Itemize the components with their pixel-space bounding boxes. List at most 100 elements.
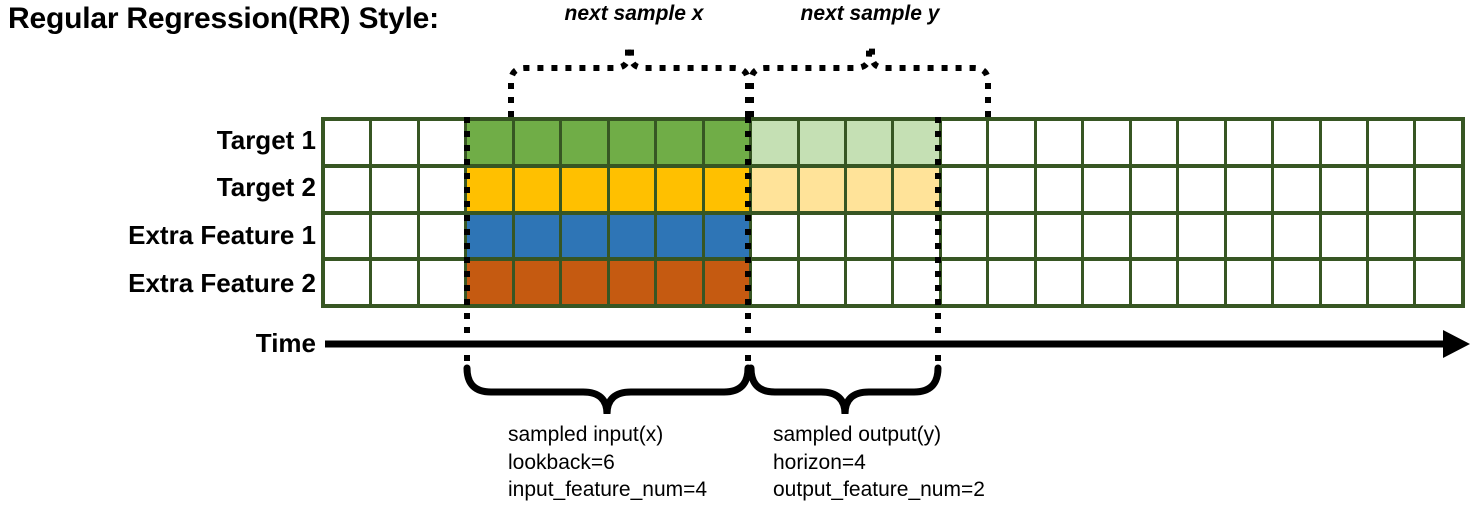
note-line: input_feature_num=4 xyxy=(508,478,708,502)
grid-cell xyxy=(1274,214,1319,258)
grid-cell xyxy=(1036,261,1082,304)
grid-cell xyxy=(1179,261,1224,304)
grid-cell xyxy=(419,167,465,211)
grid-cell xyxy=(1179,214,1224,258)
grid-cell xyxy=(704,214,750,258)
grid-cell xyxy=(941,121,987,164)
grid-cell xyxy=(704,121,750,164)
grid-cell xyxy=(1274,261,1319,304)
grid-cell xyxy=(1084,121,1129,164)
grid-cell xyxy=(562,214,607,258)
grid-cell xyxy=(1036,214,1082,258)
time-axis-arrow xyxy=(325,330,1470,358)
grid-cell xyxy=(989,261,1034,304)
table-row xyxy=(325,167,1461,211)
grid-cell xyxy=(1416,214,1461,258)
brace-sampled-output xyxy=(747,364,942,415)
grid-cell xyxy=(1131,167,1177,211)
grid-cell xyxy=(704,167,750,211)
grid-cell xyxy=(752,261,797,304)
grid-cell xyxy=(467,214,512,258)
grid-cell xyxy=(1321,214,1366,258)
dotted-brace-next-sample-x xyxy=(508,48,751,117)
grid-cell xyxy=(325,214,370,258)
grid-cell xyxy=(752,121,797,164)
caption-next-sample-x: next sample x xyxy=(564,2,704,25)
grid-cell xyxy=(657,121,702,164)
grid-cell xyxy=(1036,167,1082,211)
grid-cell xyxy=(467,261,512,304)
grid-cell xyxy=(1226,167,1272,211)
grid-cell xyxy=(372,167,417,211)
grid-cell xyxy=(419,261,465,304)
grid-cell xyxy=(1416,167,1461,211)
grid-cell xyxy=(1368,121,1414,164)
grid-cell xyxy=(941,214,987,258)
grid-cell xyxy=(894,214,939,258)
grid-cell xyxy=(372,214,417,258)
grid-cell xyxy=(894,261,939,304)
table-row xyxy=(325,121,1461,164)
grid-cell xyxy=(1368,214,1414,258)
grid-cell xyxy=(1321,167,1366,211)
grid-cell xyxy=(1416,121,1461,164)
caption-next-sample-y: next sample y xyxy=(800,2,940,25)
row-label-target-2: Target 2 xyxy=(216,172,316,202)
grid-cell xyxy=(894,121,939,164)
grid-cell xyxy=(514,261,560,304)
grid-cell xyxy=(514,167,560,211)
grid-cell xyxy=(657,261,702,304)
row-label-target-1: Target 1 xyxy=(216,125,316,155)
note-sampled-input: sampled input(x) lookback=6 input_featur… xyxy=(508,421,707,504)
grid-cell xyxy=(325,121,370,164)
grid-cell xyxy=(799,121,844,164)
table-row xyxy=(325,261,1461,304)
grid-cell xyxy=(1131,214,1177,258)
grid-cell xyxy=(325,167,370,211)
timeline-grid xyxy=(321,117,1465,308)
grid-cell xyxy=(609,121,655,164)
grid-cell xyxy=(325,261,370,304)
grid-cell xyxy=(562,261,607,304)
grid-cell xyxy=(1368,261,1414,304)
dotted-brace-next-sample-y xyxy=(748,48,991,117)
note-line: sampled output(y) xyxy=(773,423,942,446)
note-sampled-output: sampled output(y) horizon=4 output_featu… xyxy=(773,421,985,504)
grid-cell xyxy=(1084,167,1129,211)
grid-cell xyxy=(941,167,987,211)
grid-cell xyxy=(1368,167,1414,211)
grid-cell xyxy=(846,121,892,164)
row-label-extra-feature-2: Extra Feature 2 xyxy=(128,268,316,298)
grid-cell xyxy=(514,214,560,258)
grid-cell xyxy=(562,167,607,211)
grid-cell xyxy=(562,121,607,164)
grid-cell xyxy=(799,261,844,304)
grid-cell xyxy=(846,214,892,258)
note-line: horizon=4 xyxy=(773,450,866,474)
grid-cell xyxy=(704,261,750,304)
grid-cell xyxy=(1321,261,1366,304)
grid-cell xyxy=(1131,261,1177,304)
grid-cell xyxy=(989,121,1034,164)
grid-cell xyxy=(1179,167,1224,211)
grid-cell xyxy=(372,261,417,304)
grid-cell xyxy=(1274,167,1319,211)
grid-cell xyxy=(846,167,892,211)
grid-cell xyxy=(657,214,702,258)
grid-cell xyxy=(752,167,797,211)
grid-cell xyxy=(1226,121,1272,164)
grid-cell xyxy=(799,167,844,211)
grid-cell xyxy=(1416,261,1461,304)
grid-cell xyxy=(657,167,702,211)
grid-cell xyxy=(372,121,417,164)
note-line: output_feature_num=2 xyxy=(773,478,985,502)
grid-cell xyxy=(1179,121,1224,164)
grid-cell xyxy=(846,261,892,304)
grid-cell xyxy=(467,167,512,211)
page-title: Regular Regression(RR) Style: xyxy=(8,2,439,35)
grid-cell xyxy=(609,167,655,211)
grid-cell xyxy=(752,214,797,258)
grid-cell xyxy=(1274,121,1319,164)
note-line: lookback=6 xyxy=(508,450,615,474)
grid-cell xyxy=(941,261,987,304)
